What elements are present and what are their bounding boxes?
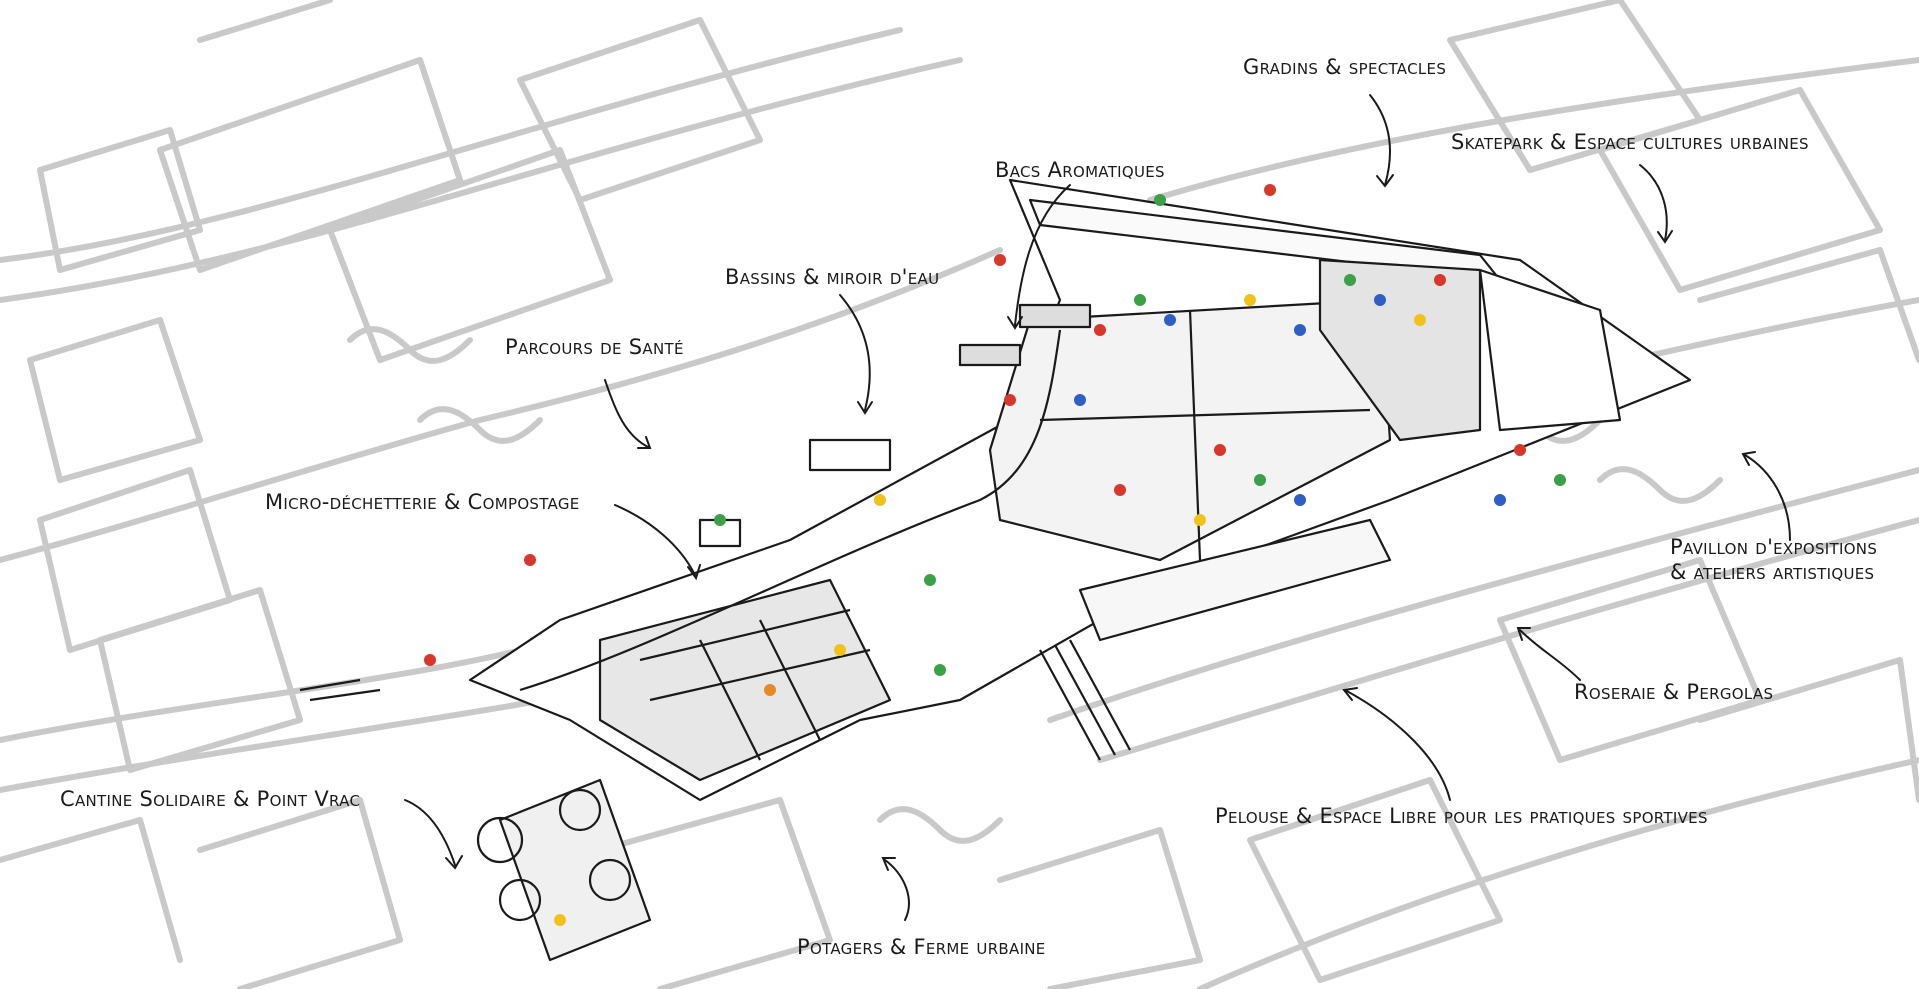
label-pavillon-line1: Pavillon d'expositions bbox=[1670, 535, 1878, 559]
label-pavillon: Pavillon d'expositions & ateliers artist… bbox=[1670, 535, 1877, 585]
label-pavillon-line2: & ateliers artistiques bbox=[1670, 559, 1875, 584]
label-micro-dechetterie: Micro-déchetterie & Compostage bbox=[265, 490, 580, 514]
label-cantine: Cantine Solidaire & Point Vrac bbox=[60, 787, 361, 811]
leader-arrows bbox=[404, 94, 1791, 921]
label-parcours-sante: Parcours de Santé bbox=[505, 335, 684, 359]
label-potagers: Potagers & Ferme urbaine bbox=[797, 935, 1046, 959]
label-skatepark: Skatepark & Espace cultures urbaines bbox=[1451, 130, 1809, 154]
label-pelouse: Pelouse & Espace Libre pour les pratique… bbox=[1215, 804, 1708, 828]
park-site bbox=[299, 178, 1692, 962]
label-bassins: Bassins & miroir d'eau bbox=[725, 265, 940, 289]
label-roseraie: Roseraie & Pergolas bbox=[1574, 680, 1774, 704]
people-figures bbox=[424, 184, 1566, 926]
label-bacs-aromatiques: Bacs Aromatiques bbox=[995, 158, 1165, 182]
label-gradins: Gradins & spectacles bbox=[1243, 55, 1447, 79]
